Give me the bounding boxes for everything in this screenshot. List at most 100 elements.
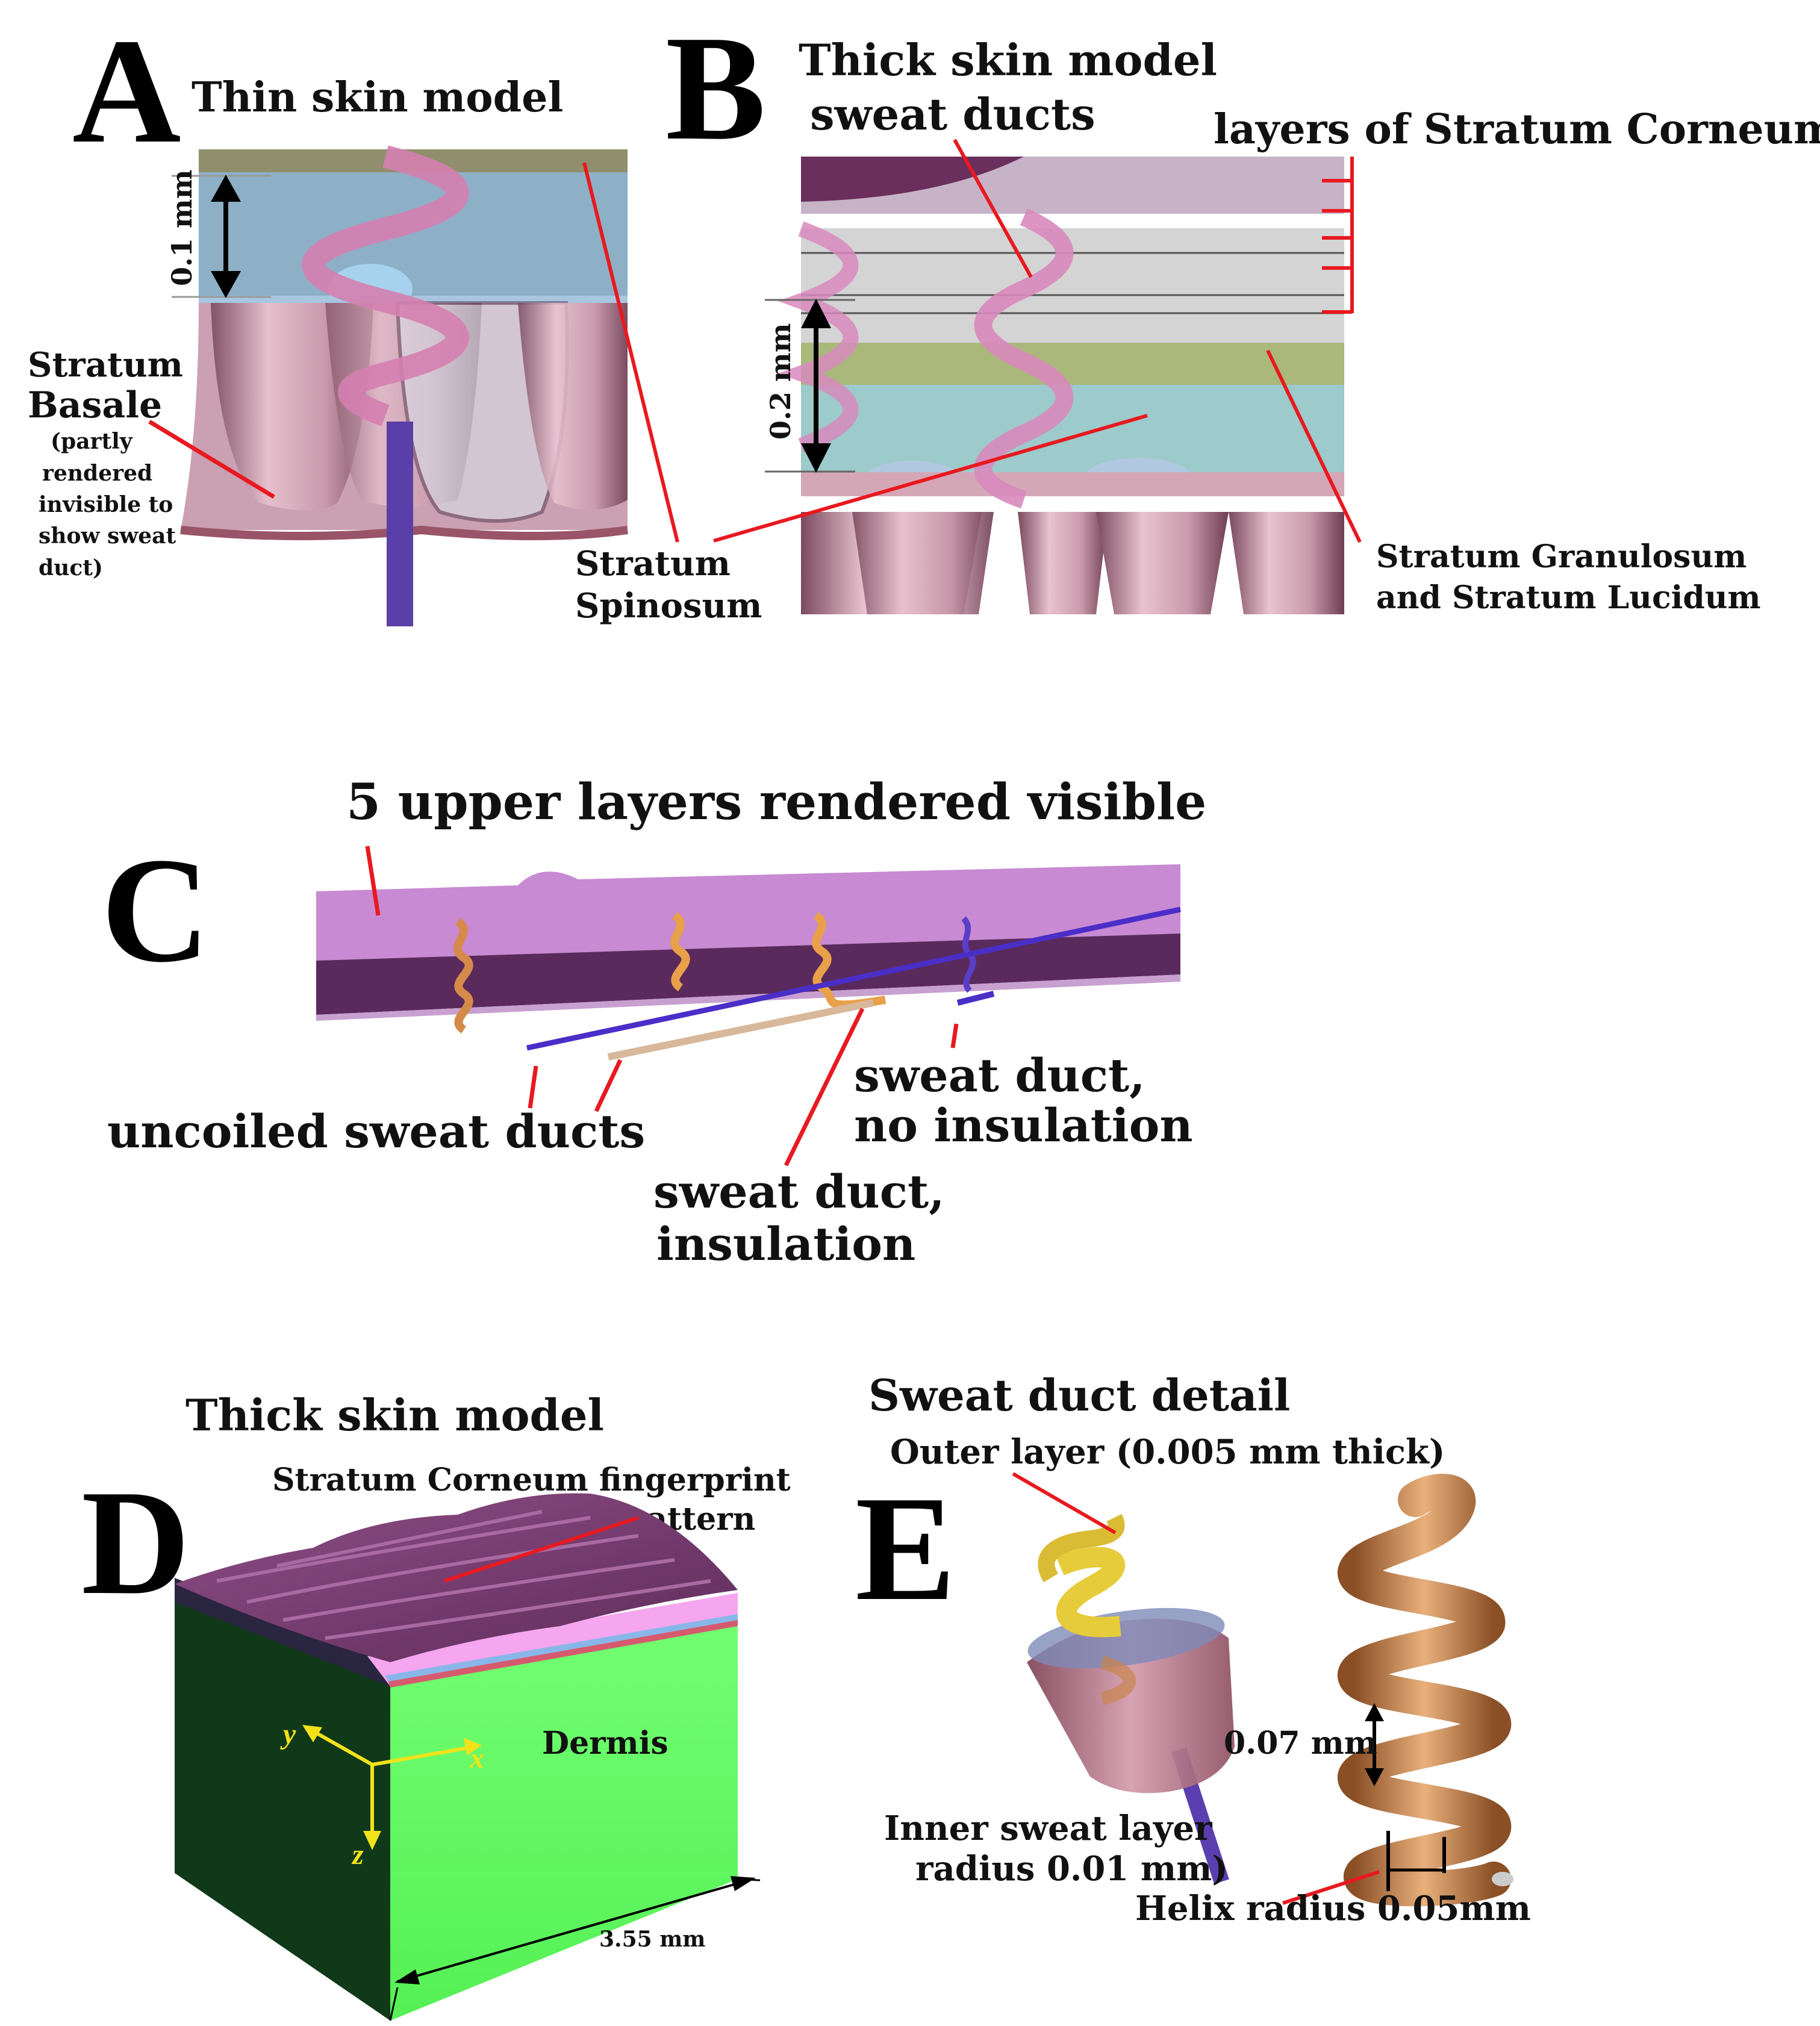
basale-note-1: (partly [51,429,133,454]
fingerprint-leader [444,1516,639,1583]
block-red-layer [388,1620,738,1688]
panel-d: Thick skin model D Stratum Corneum finge… [81,1389,791,2021]
ridge-4 [325,1579,711,1640]
thick-cell-2 [852,512,994,614]
panel-c: C 5 upper layers rendered visible uncoil… [101,773,1206,1271]
panel-b-dimension: 0.2 mm [764,323,797,440]
panel-e-letter: E [855,1465,956,1632]
dim-b-head-top [801,299,831,328]
c-title-leader [365,846,381,916]
cup-inner-helix [1100,1656,1136,1705]
inner-layer-label-2: radius 0.01 mm) [915,1849,1228,1889]
axes-indicator: x y z [280,1718,484,1871]
c-uncoiled-label: uncoiled sweat ducts [107,1105,645,1158]
c-ins-leader [784,1008,865,1167]
d-dim-head-left [394,1969,420,1984]
d-dim-ext-left [389,1987,399,2021]
dim-a-head-top [211,175,241,202]
c-duct-no-ins [956,991,995,1006]
thick-corneum-dark [801,157,1024,202]
dim-a-head-bottom [211,271,241,298]
corneum-bracket [1322,157,1354,314]
basale-note-4: show sweat [39,523,176,549]
thick-cell-4 [1096,512,1229,614]
ducts-leader [953,139,1033,278]
panel-b-corneum-label: layers of Stratum Corneum [1214,105,1820,154]
axis-y-label: y [280,1718,296,1750]
z-axis-head [363,1831,381,1850]
d-dimension-line [397,1878,753,1983]
panel-e-title: Sweat duct detail [868,1370,1290,1421]
thick-helix-2 [974,208,1074,509]
ridge-2 [246,1534,639,1604]
panel-e: Sweat duct detail Outer layer (0.005 mm … [855,1370,1531,1928]
c-ins-label-2: insulation [656,1217,915,1271]
helix-end-cap [1492,1872,1513,1886]
c-no-ins-leader [950,1023,959,1049]
dim-b-head-bottom [801,443,831,473]
copper-helix-coil [1338,1474,1511,1907]
panel-d-title: Thick skin model [185,1389,604,1441]
panel-b: B Thick skin model sweat ducts layers of… [575,5,1820,626]
c-uncoiled-leader-1 [528,1065,538,1109]
ridge-5 [276,1510,543,1568]
pitch-head-top [1365,1703,1384,1721]
layers-render [316,864,1181,1061]
c-no-ins-label-1: sweat duct, [854,1049,1145,1102]
thick-corneum-layers [801,228,1344,343]
basale-note-5: duct) [39,555,103,581]
yellow-helix [1056,1547,1126,1638]
thick-basal-membrane [801,472,1344,496]
c-ins-label-1: sweat duct, [653,1165,945,1218]
basale-label-2: Basale [28,384,162,426]
axis-z-label: z [351,1839,364,1871]
radius-leader [1282,1870,1380,1905]
panel-a-title: Thin skin model [192,73,563,122]
panel-d-letter: D [81,1459,190,1626]
granulosum-label-1: Stratum Granulosum [1376,538,1747,575]
basale-rim [180,525,628,540]
block-left-face [175,1596,390,2021]
panel-a-letter: A [72,8,181,175]
y-axis-head [302,1725,322,1742]
panel-d-dimension: 3.55 mm [599,1927,705,1952]
c-uncoiled-duct-1 [526,906,1181,1051]
basale-note-3: invisible to [39,492,173,517]
thin-helix [302,145,469,426]
spinosum-label-2: Spinosum [575,586,762,626]
d-dim-head-right [731,1876,756,1891]
thin-skin-render [180,145,628,626]
helix-radius-label: Helix radius 0.05mm [1135,1889,1531,1928]
ridge-1 [216,1516,591,1583]
thick-helix-1 [778,221,859,454]
panel-b-letter: B [665,5,766,172]
panel-b-title-1: Thick skin model [799,34,1217,86]
spinosum-leader-b [713,414,1148,543]
panel-c-title: 5 upper layers rendered visible [346,773,1206,831]
panel-a: A Thin skin model 0.1 mm Stratum Basale … [28,8,628,626]
c-no-ins-label-2: no insulation [854,1099,1193,1152]
fingerprint-label-1: Stratum Corneum fingerprint [272,1462,791,1498]
dermis-label: Dermis [542,1725,668,1762]
basale-leader [148,420,275,499]
pitch-head-bottom [1365,1768,1384,1786]
inner-layer-label-1: Inner sweat layer [884,1809,1213,1848]
dermis-face [390,1620,738,2021]
basale-cell-3 [518,303,628,510]
thin-spinosum-layer [199,172,628,296]
basale-label-1: Stratum [28,345,183,385]
yellow-helix-top [1038,1513,1125,1583]
thick-cell-5 [1229,512,1344,614]
y-axis-line [307,1727,373,1766]
spinosum-label-1: Stratum [575,544,731,584]
thick-cell-3 [1018,512,1108,614]
panel-a-dimension: 0.1 mm [166,170,198,286]
pitch-label: 0.07 mm [1224,1725,1377,1762]
basale-note-2: rendered [42,461,152,486]
c-coil-1 [453,918,473,1033]
axis-x-label: x [469,1742,484,1774]
granulosum-leader [1266,349,1362,543]
thick-granulosum-layer [801,343,1344,385]
c-coil-3 [812,912,887,1009]
thin-duct-stem [387,422,413,626]
